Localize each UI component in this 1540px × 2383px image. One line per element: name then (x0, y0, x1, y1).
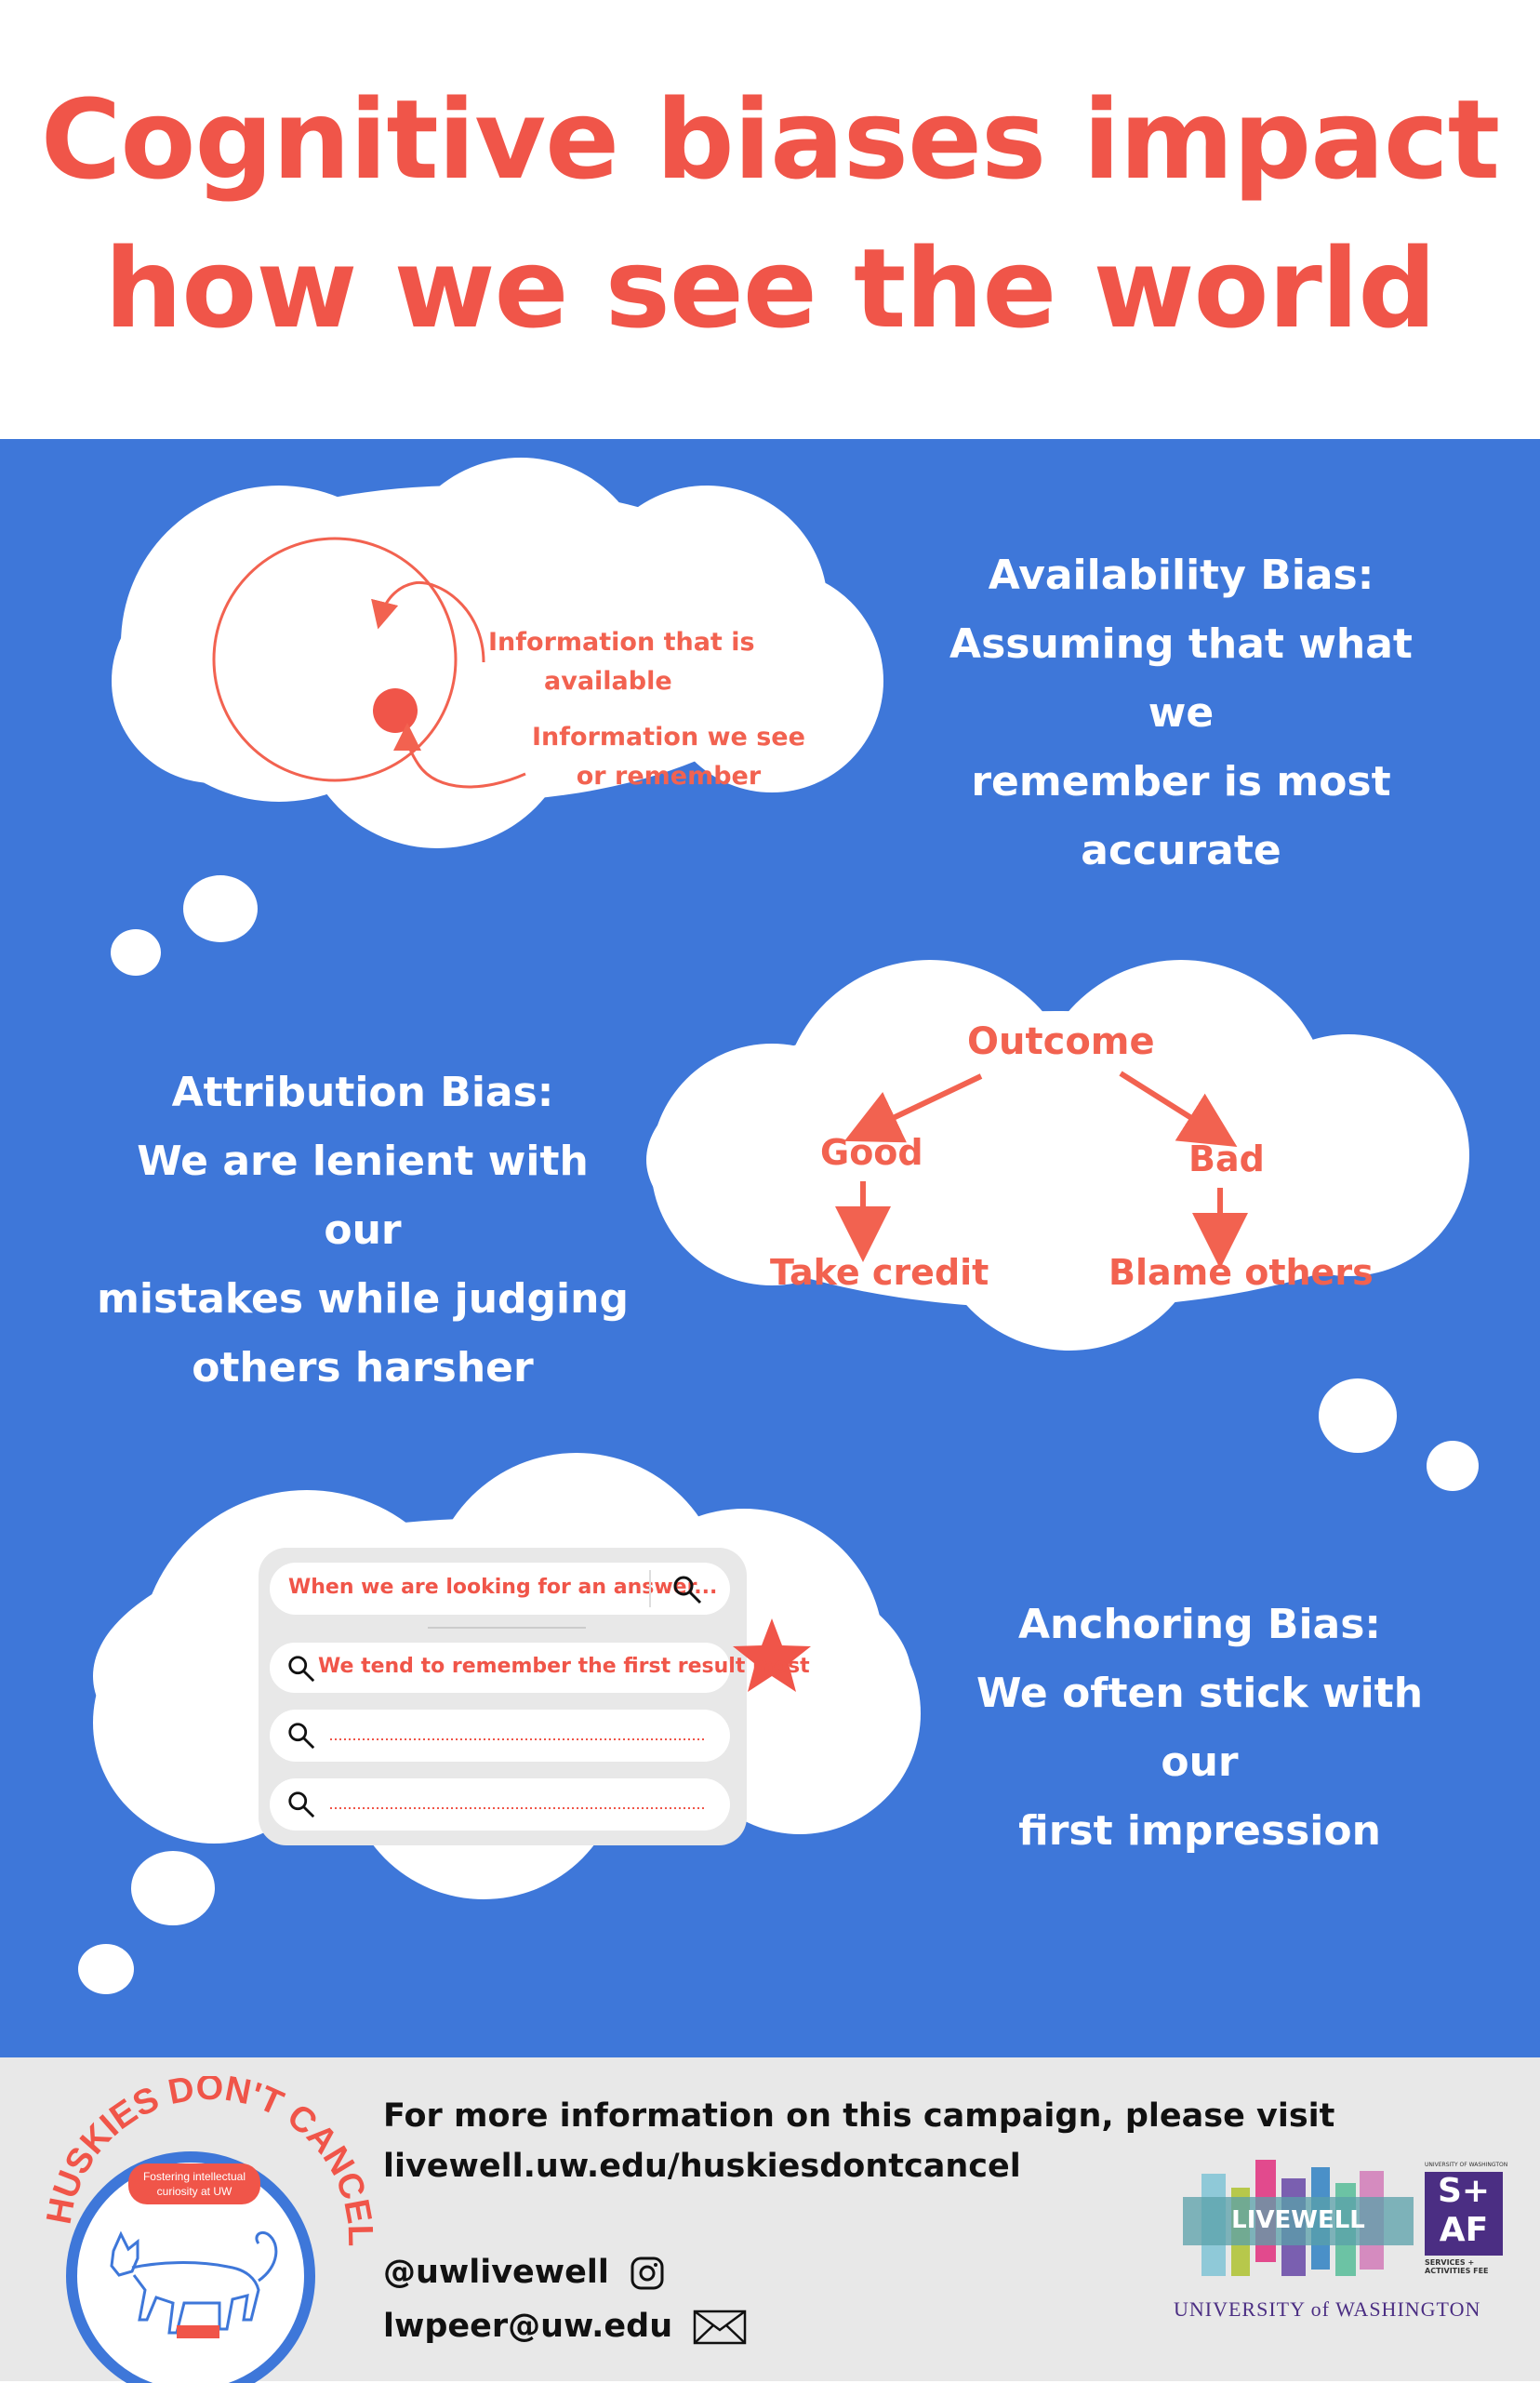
search-icon (288, 1656, 315, 1683)
attribution-arrows (835, 1071, 1248, 1269)
search-result-placeholder (270, 1710, 730, 1762)
livewell-logo: LIVEWELL (1183, 2160, 1414, 2290)
attribution-description: Attribution Bias: We are lenient with ou… (93, 1058, 632, 1403)
husky-icon (110, 2230, 278, 2338)
uw-wordmark: UNIVERSITY of WASHINGTON (1174, 2297, 1481, 2321)
search-icon (673, 1576, 702, 1604)
remember-arrow (393, 723, 526, 789)
diagram-label-remembered: Information we see or remember (532, 723, 805, 791)
logo-speech-bubble (128, 2163, 260, 2204)
campaign-info: For more information on this campaign, p… (383, 2091, 1334, 2191)
search-divider-vertical (649, 1570, 651, 1607)
availability-description: Availability Bias: Assuming that what we… (921, 541, 1441, 885)
outcome-label: Outcome (967, 1020, 1155, 1063)
svg-text:Fostering intellectual: Fostering intellectual (143, 2170, 246, 2183)
anchoring-heading: Anchoring Bias: (1017, 1601, 1382, 1648)
available-arrow (371, 580, 485, 663)
search-query: When we are looking for an answer... (288, 1576, 718, 1599)
campaign-link[interactable]: livewell.uw.edu/huskiesdontcancel (383, 2148, 1021, 2185)
arrow-to-bad (1119, 1071, 1238, 1147)
bad-label: Bad (1188, 1138, 1265, 1179)
arrow-to-good (843, 1073, 983, 1143)
available-info-circle (212, 537, 458, 782)
search-result-first: We tend to remember the first result mos… (270, 1643, 810, 1693)
saf-logo: UNIVERSITY OF WASHINGTON S+ AF SERVICES … (1425, 2162, 1508, 2275)
attribution-heading: Attribution Bias: (171, 1069, 554, 1116)
page-title: Cognitive biases impact how we see the w… (40, 75, 1500, 353)
first-result-text: We tend to remember the first result mos… (318, 1655, 810, 1678)
svg-text:curiosity at UW: curiosity at UW (157, 2185, 232, 2198)
livewell-wordmark: LIVEWELL (1231, 2206, 1365, 2234)
remembered-info-dot (373, 688, 418, 733)
header: Cognitive biases impact how we see the w… (0, 0, 1540, 439)
instagram-icon (631, 2257, 664, 2290)
bias-panel: Information that is available Informatio… (0, 439, 1540, 2057)
search-result-placeholder (270, 1778, 730, 1831)
contact-email[interactable]: lwpeer@uw.edu (383, 2301, 747, 2351)
take-credit-label: Take credit (770, 1252, 989, 1293)
instagram-handle[interactable]: @uwlivewell (383, 2247, 665, 2297)
availability-heading: Availability Bias: (988, 552, 1374, 599)
anchoring-description: Anchoring Bias: We often stick with our … (939, 1591, 1460, 1866)
availability-diagram (212, 537, 526, 789)
footer: HUSKIES DON'T CANCEL Fostering intellect… (0, 2057, 1540, 2383)
huskies-dont-cancel-logo: HUSKIES DON'T CANCEL Fostering intellect… (40, 2076, 379, 2383)
diagram-label-available: Information that is available (488, 628, 755, 696)
search-bar: When we are looking for an answer... (270, 1563, 730, 1615)
search-icon (288, 1723, 315, 1750)
logo-ring (66, 2151, 315, 2383)
blame-others-label: Blame others (1109, 1252, 1374, 1293)
email-icon (694, 2310, 747, 2345)
good-label: Good (820, 1132, 923, 1173)
search-mock-panel (259, 1548, 747, 1845)
search-icon (288, 1791, 315, 1818)
star-icon (733, 1618, 811, 1692)
